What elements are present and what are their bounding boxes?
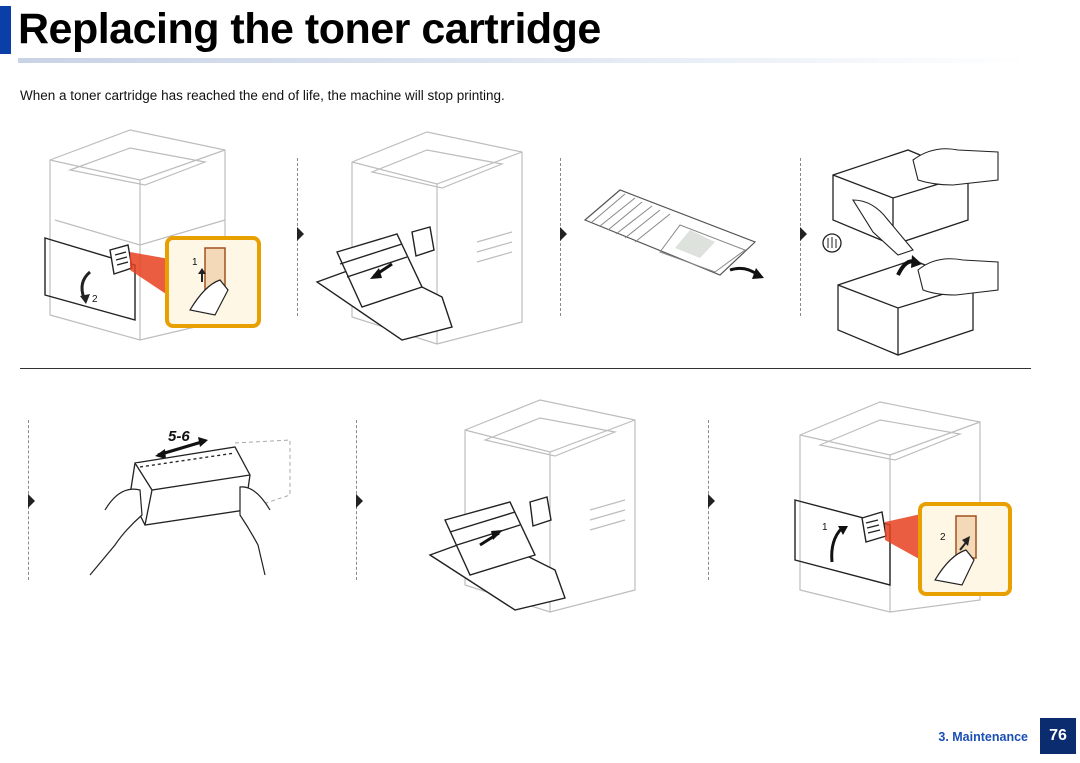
page-title: Replacing the toner cartridge	[18, 5, 601, 53]
step-label-1: 1	[192, 257, 198, 268]
section-divider	[20, 368, 1031, 369]
figure-close-front-cover: 1 2	[790, 390, 1020, 615]
intro-text: When a toner cartridge has reached the e…	[20, 88, 505, 103]
figure-insert-cartridge	[425, 390, 643, 615]
figure-shake-cartridge: 5-6	[80, 415, 295, 580]
next-step-arrow	[356, 494, 363, 508]
step-label-2: 2	[940, 532, 946, 543]
next-step-arrow	[708, 494, 715, 508]
figure-unpack-cartridge	[580, 180, 780, 295]
figure-cartridge-hands	[818, 140, 1000, 360]
shake-count-label: 5-6	[168, 428, 190, 445]
step-label-2: 2	[92, 294, 98, 305]
figure-open-front-cover: 1 2	[40, 120, 265, 345]
section-label: 3. Maintenance	[938, 730, 1028, 744]
next-step-arrow	[28, 494, 35, 508]
title-underline	[18, 58, 1028, 63]
step-label-1: 1	[822, 522, 828, 533]
next-step-arrow	[560, 227, 567, 241]
page-number: 76	[1040, 718, 1076, 754]
next-step-arrow	[297, 227, 304, 241]
title-accent-bar	[0, 6, 11, 54]
next-step-arrow	[800, 227, 807, 241]
figure-remove-cartridge	[312, 122, 534, 347]
